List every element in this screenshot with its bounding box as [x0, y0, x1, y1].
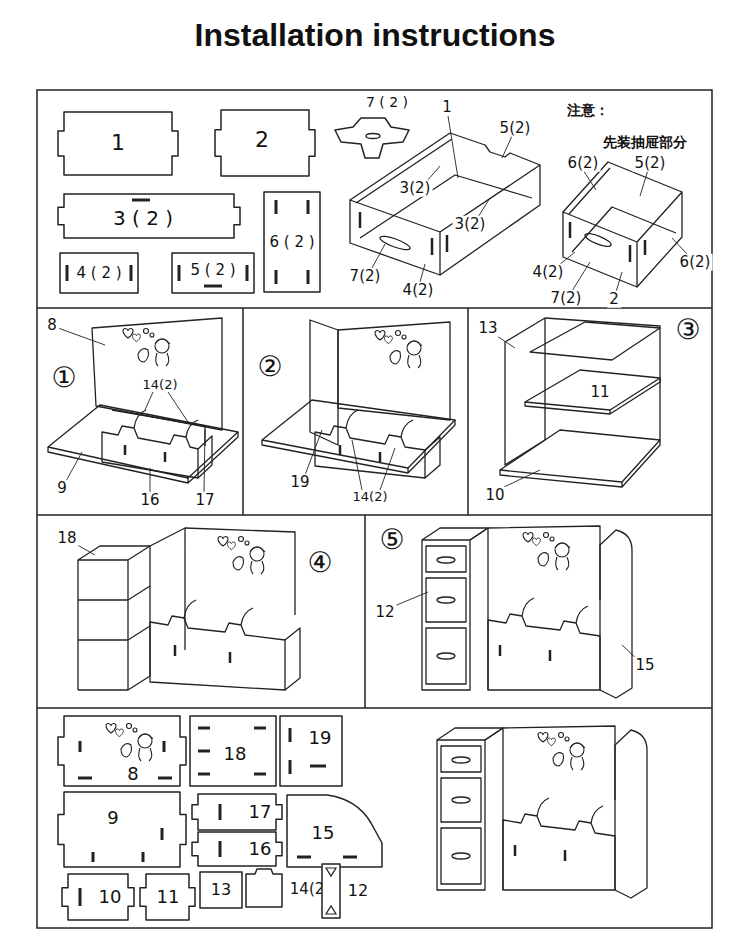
part-piece: 11: [140, 874, 195, 920]
part-piece: 5 ( 2 ): [172, 253, 254, 293]
page-title: Installation instructions: [0, 18, 750, 53]
part-number: 7 ( 2 ): [366, 95, 408, 110]
part-number: 13: [211, 881, 231, 899]
part-number: 12: [348, 882, 368, 900]
callout-number: 7(2): [348, 268, 383, 285]
callout-number: 4(2): [401, 282, 436, 299]
piece-outline: [58, 716, 186, 786]
piece-outline: [280, 716, 342, 786]
part-number: 9: [107, 808, 118, 828]
callout-number: 5(2): [498, 120, 533, 137]
part-number: 18: [224, 744, 247, 764]
part-number: 10: [99, 887, 122, 907]
part-piece: 6 ( 2 ): [264, 192, 320, 292]
part-number: 16: [249, 839, 272, 859]
part-piece: 7 ( 2 ): [333, 94, 413, 160]
part-piece: 15: [287, 795, 382, 867]
callout-number: 3(2): [453, 216, 488, 233]
part-piece: 4 ( 2 ): [60, 253, 138, 293]
part-piece: 10: [62, 874, 134, 920]
callout-number: 4(2): [531, 264, 566, 281]
note-text: 注意：: [565, 103, 611, 118]
callout-number: 13: [476, 320, 499, 337]
callout-number: 1: [440, 99, 454, 116]
piece-outline: [58, 792, 186, 867]
callout-number: 6(2): [678, 254, 713, 271]
part-piece: 2: [215, 110, 315, 176]
callout-number: 8: [45, 317, 59, 334]
part-piece: 1: [58, 112, 178, 175]
step-number: ①: [49, 363, 78, 394]
callout-number: 6(2): [566, 155, 601, 172]
callout-number: 11: [588, 384, 611, 401]
piece-outline: [287, 795, 382, 867]
note-text: 先装抽屉部分: [601, 135, 689, 150]
callout-number: 16: [138, 492, 161, 509]
part-number: 17: [249, 802, 272, 822]
step-number: ⑤: [377, 525, 406, 556]
callout-number: 7(2): [549, 290, 584, 307]
part-piece: 3 ( 2 ): [58, 194, 240, 238]
step-number: ④: [305, 548, 334, 579]
callout-number: 17: [193, 492, 216, 509]
part-number: 19: [309, 728, 332, 748]
callout-number: 12: [373, 604, 396, 621]
part-number: 6 ( 2 ): [269, 234, 314, 251]
callout-number: 14(2): [141, 378, 180, 392]
part-number: 3 ( 2 ): [113, 207, 173, 229]
callout-number: 19: [288, 474, 311, 491]
part-piece: 9: [58, 792, 186, 867]
callout-number: 14(2): [351, 490, 390, 504]
piece-outline: [62, 874, 134, 920]
part-number: 8: [127, 764, 138, 784]
callout-number: 9: [55, 480, 69, 497]
part-piece: 13: [200, 872, 242, 908]
callout-number: 2: [607, 291, 621, 308]
callout-number: 15: [633, 657, 656, 674]
part-piece: 12: [322, 864, 372, 918]
part-piece: 17: [192, 794, 282, 830]
part-number: 4 ( 2 ): [76, 265, 121, 282]
callout-number: 5(2): [633, 155, 668, 172]
step-number: ②: [255, 352, 284, 383]
callout-number: 3(2): [398, 180, 433, 197]
part-piece: 16: [192, 832, 282, 866]
part-number: 15: [312, 823, 335, 843]
part-number: 2: [255, 128, 269, 152]
part-number: 1: [111, 131, 125, 155]
part-piece: 18: [190, 716, 276, 786]
part-number: 5 ( 2 ): [190, 262, 235, 279]
part-piece: 19: [280, 716, 342, 786]
callout-number: 18: [55, 530, 78, 547]
leader-lines: [58, 116, 688, 660]
step-number: ③: [673, 315, 702, 346]
part-number: 11: [157, 887, 180, 907]
part-piece: 8: [58, 716, 186, 786]
callout-number: 10: [483, 487, 506, 504]
